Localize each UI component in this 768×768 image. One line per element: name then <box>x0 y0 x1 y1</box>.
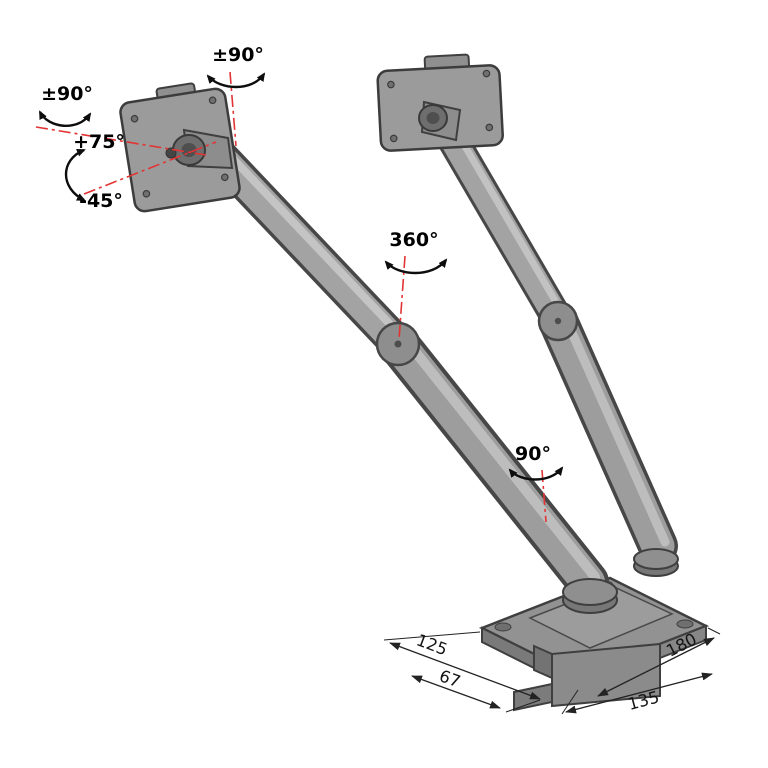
rotation-arrow-icon-elbow <box>384 258 448 275</box>
right-tilt-head <box>418 100 462 142</box>
left-arm-upper-highlight <box>214 139 408 343</box>
base-riser-collars <box>562 548 679 614</box>
left-arm-upper <box>197 133 413 359</box>
base-slot-left <box>494 622 512 632</box>
right-plate-hole <box>485 123 494 132</box>
dimension-line-67 <box>411 675 501 709</box>
left-riser-rim <box>562 578 618 606</box>
left-arm-lower-highlight <box>400 334 600 582</box>
left-plate-hole <box>221 173 229 182</box>
rotation-arrow-icon-swivel-left <box>38 110 92 128</box>
angle-label-tilt-up: +75° <box>73 131 125 153</box>
right-plate-hole <box>389 134 398 143</box>
left-plate-hole <box>208 96 217 105</box>
angle-label-elbow-rotation: 360° <box>389 229 438 251</box>
left-plate-hole <box>130 114 139 123</box>
dimension-line-135 <box>565 672 713 714</box>
right-elbow-screw <box>554 317 562 325</box>
dimension-line-125 <box>389 642 541 700</box>
left-arm-lower <box>381 327 605 599</box>
right-arm-upper <box>433 115 571 333</box>
left-plate-hole <box>142 189 151 198</box>
left-head-knob <box>165 147 177 159</box>
rotation-arrow-icon-base <box>508 466 564 481</box>
angle-label-plate-swivel-left: ±90° <box>41 83 93 105</box>
right-arm-lower-highlight <box>560 312 670 547</box>
rotation-arrow-icon-tilt <box>65 148 86 202</box>
right-plate-hole <box>482 69 491 78</box>
angle-label-plate-swivel-top: ±90° <box>212 44 264 66</box>
axis-line-swivel-left <box>35 126 207 156</box>
angle-label-tilt-down: -45° <box>79 190 123 212</box>
extension-line <box>383 631 481 641</box>
right-arm <box>430 112 678 566</box>
angle-label-base-rotation: 90° <box>515 443 551 465</box>
right-head-bore <box>426 112 440 124</box>
axis-line-elbow <box>398 255 406 341</box>
extension-line <box>505 699 541 713</box>
left-elbow-screw <box>394 340 402 348</box>
right-arm-upper-highlight <box>448 120 568 320</box>
extension-line <box>707 627 721 635</box>
axis-line-tilt <box>83 141 217 195</box>
rotation-arrow-icon-swivel-top <box>206 72 266 89</box>
angle-labels: ±90° +75° -45° ±90° 360° 90° <box>41 44 551 465</box>
right-arm-lower <box>541 304 675 563</box>
right-plate-hole <box>387 80 395 89</box>
base-slot-right <box>676 619 694 629</box>
left-arm <box>194 130 609 603</box>
right-riser-rim <box>633 548 679 570</box>
rotation-arrows <box>38 72 564 481</box>
